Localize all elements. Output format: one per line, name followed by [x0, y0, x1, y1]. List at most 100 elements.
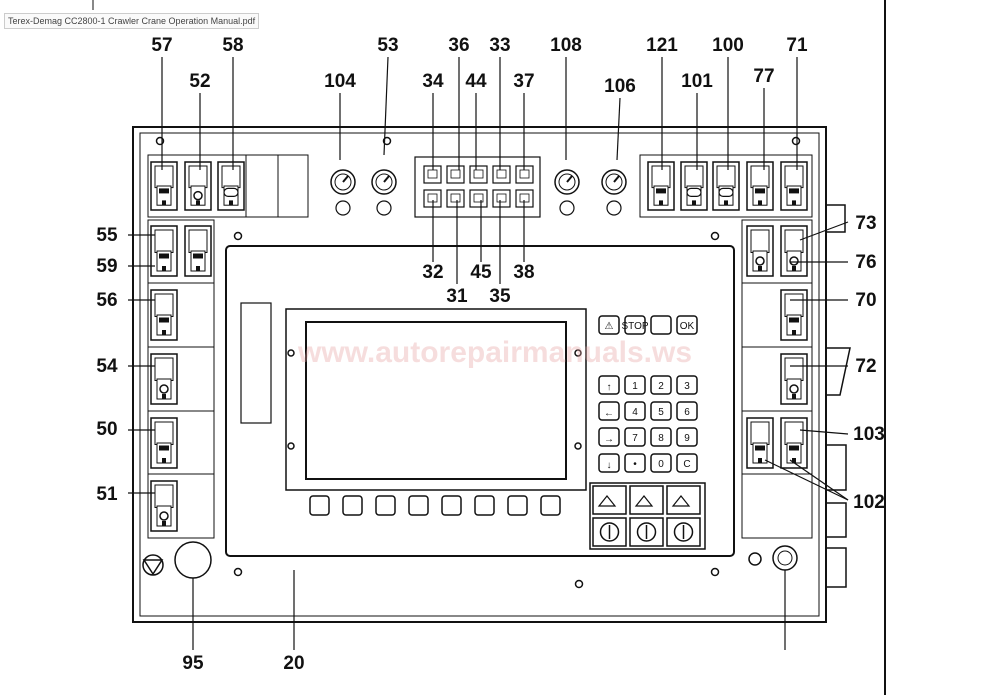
callout-label-32: 32	[422, 262, 443, 283]
callout-label-53: 53	[377, 35, 398, 56]
digit-key[interactable]: 0	[650, 453, 672, 473]
callout-label-36: 36	[448, 35, 469, 56]
svg-text:→: →	[604, 434, 614, 445]
digit-key[interactable]: 4	[624, 401, 646, 421]
svg-text:0: 0	[658, 459, 664, 470]
callout-label-103: 103	[853, 424, 885, 445]
mode-button[interactable]	[592, 485, 627, 515]
keypad-top-key[interactable]: STOP	[621, 315, 649, 335]
keypad-top-key[interactable]: OK	[676, 315, 698, 335]
digit-key[interactable]: •	[624, 453, 646, 473]
leader-line	[764, 459, 849, 501]
emergency-stop-button[interactable]	[174, 541, 212, 579]
toggle-switch[interactable]	[217, 161, 245, 211]
svg-text:1: 1	[632, 381, 638, 392]
toggle-switch[interactable]	[184, 161, 212, 211]
panel-inner	[139, 132, 820, 617]
keypad-top-key[interactable]: ⚠	[598, 315, 620, 335]
function-key[interactable]	[375, 495, 396, 516]
svg-text:7: 7	[632, 433, 638, 444]
toggle-switch[interactable]	[780, 289, 808, 341]
digit-key[interactable]: 9	[676, 427, 698, 447]
toggle-switch[interactable]	[780, 161, 808, 211]
key-switch[interactable]	[748, 552, 762, 566]
callout-label-31: 31	[446, 286, 468, 307]
mode-button[interactable]	[629, 517, 664, 547]
callout-label-121: 121	[646, 35, 678, 56]
toggle-switches[interactable]	[147, 154, 813, 539]
toggle-switch[interactable]	[712, 161, 740, 211]
toggle-switch[interactable]	[780, 225, 808, 277]
toggle-switch[interactable]	[680, 161, 708, 211]
arrow-key[interactable]: ↓	[598, 453, 620, 473]
svg-text:↑: ↑	[607, 382, 612, 393]
rotary-knob[interactable]	[371, 169, 397, 216]
callout-label-55: 55	[96, 225, 118, 246]
function-key[interactable]	[342, 495, 363, 516]
mode-button[interactable]	[666, 517, 701, 547]
function-key[interactable]	[441, 495, 462, 516]
toggle-switch[interactable]	[780, 417, 808, 469]
toggle-switch[interactable]	[150, 289, 178, 341]
toggle-switch[interactable]	[647, 161, 675, 211]
function-keys[interactable]	[309, 495, 561, 516]
toggle-switch[interactable]	[150, 161, 178, 211]
svg-text:2: 2	[658, 381, 664, 392]
toggle-switch[interactable]	[746, 225, 774, 277]
digit-key[interactable]: 7	[624, 427, 646, 447]
function-key[interactable]	[540, 495, 561, 516]
callout-label-51: 51	[96, 484, 118, 505]
svg-text:5: 5	[658, 407, 664, 418]
potentiometer-knob[interactable]	[772, 545, 798, 571]
rotary-knob[interactable]	[601, 169, 627, 216]
svg-text:C: C	[683, 459, 690, 470]
function-key[interactable]	[309, 495, 330, 516]
arrow-key[interactable]: →	[598, 427, 620, 447]
arrow-key[interactable]: ↑	[598, 375, 620, 395]
callout-label-58: 58	[222, 35, 243, 56]
digit-key[interactable]: 5	[650, 401, 672, 421]
mode-button[interactable]	[592, 517, 627, 547]
function-key[interactable]	[507, 495, 528, 516]
function-key[interactable]	[408, 495, 429, 516]
svg-text:•: •	[633, 459, 637, 470]
callout-label-77: 77	[753, 66, 774, 87]
toggle-switch[interactable]	[780, 353, 808, 405]
digit-key[interactable]: C	[676, 453, 698, 473]
callout-label-34: 34	[422, 71, 444, 92]
toggle-switch[interactable]	[746, 417, 774, 469]
toggle-switch[interactable]	[150, 480, 178, 532]
callout-label-59: 59	[96, 256, 117, 277]
rotary-knob[interactable]	[330, 169, 356, 216]
digit-key[interactable]: 8	[650, 427, 672, 447]
toggle-switch[interactable]	[150, 353, 178, 405]
toggle-switch[interactable]	[150, 417, 178, 469]
warning-light	[423, 189, 442, 208]
toggle-switch[interactable]	[184, 225, 212, 277]
housing-screws	[155, 136, 801, 589]
callout-label-95: 95	[182, 653, 204, 674]
leader-line	[616, 97, 621, 161]
callout-label-37: 37	[513, 71, 534, 92]
arrow-key[interactable]: ←	[598, 401, 620, 421]
display-screen	[305, 321, 567, 480]
digit-key[interactable]: 6	[676, 401, 698, 421]
callout-label-70: 70	[855, 290, 876, 311]
mode-buttons[interactable]	[589, 482, 706, 550]
rotary-knob[interactable]	[554, 169, 580, 216]
keypad-top-key[interactable]	[650, 315, 672, 335]
digit-key[interactable]: 3	[676, 375, 698, 395]
mode-button[interactable]	[666, 485, 701, 515]
rotary-knobs[interactable]	[330, 169, 627, 216]
toggle-switch[interactable]	[746, 161, 774, 211]
digit-key[interactable]: 2	[650, 375, 672, 395]
svg-text:STOP: STOP	[621, 321, 648, 332]
svg-text:↓: ↓	[607, 460, 612, 471]
digit-key[interactable]: 1	[624, 375, 646, 395]
mode-button[interactable]	[629, 485, 664, 515]
toggle-switch[interactable]	[150, 225, 178, 277]
callout-label-45: 45	[470, 262, 492, 283]
function-key[interactable]	[474, 495, 495, 516]
